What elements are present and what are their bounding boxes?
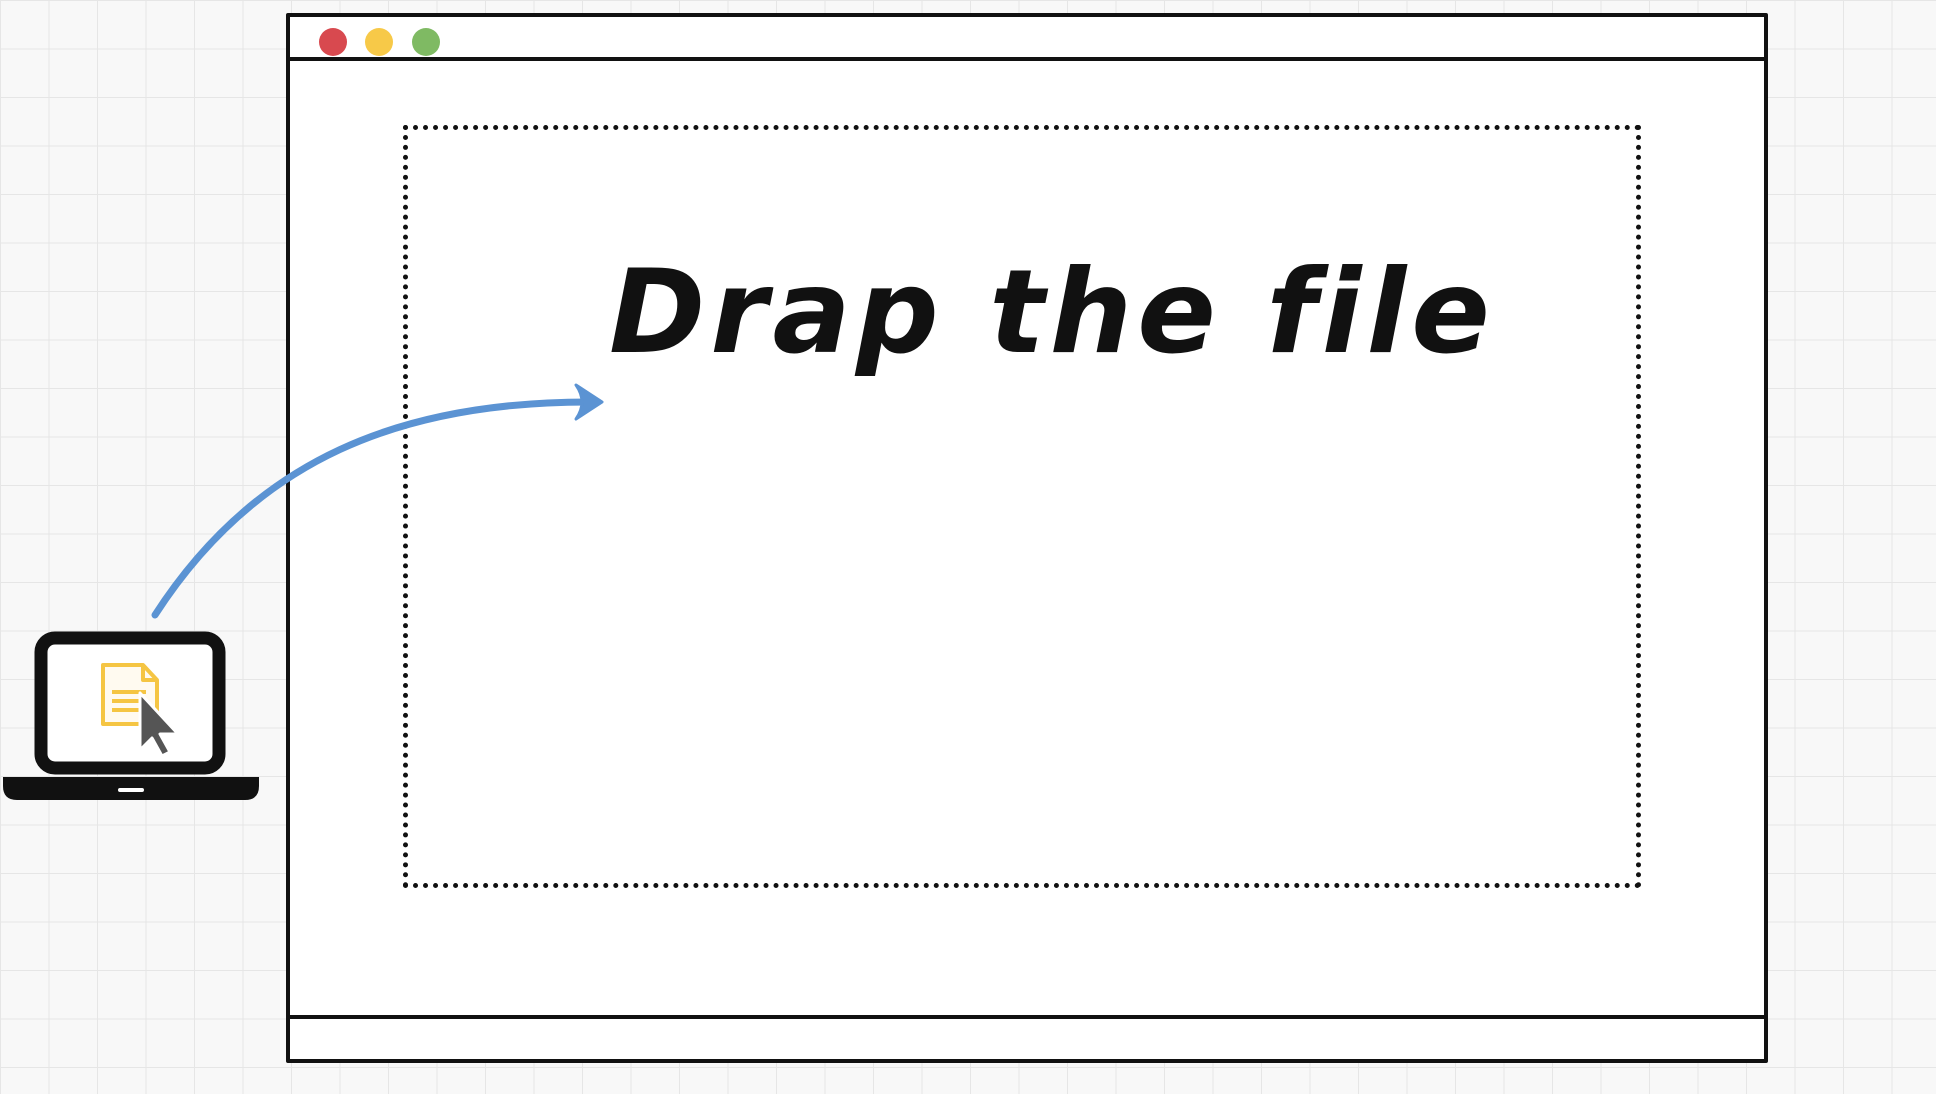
status-bar bbox=[290, 1015, 1764, 1059]
drop-zone-label: Drap the file bbox=[609, 245, 1495, 380]
title-bar bbox=[290, 17, 1764, 61]
close-window-button[interactable] bbox=[319, 28, 347, 56]
mouse-pointer-icon bbox=[138, 691, 180, 758]
file-drop-zone[interactable]: Drap the file bbox=[403, 125, 1641, 888]
laptop-icon bbox=[3, 631, 259, 800]
maximize-window-button[interactable] bbox=[412, 28, 440, 56]
browser-window: Drap the file bbox=[286, 13, 1768, 1063]
minimize-window-button[interactable] bbox=[365, 28, 393, 56]
